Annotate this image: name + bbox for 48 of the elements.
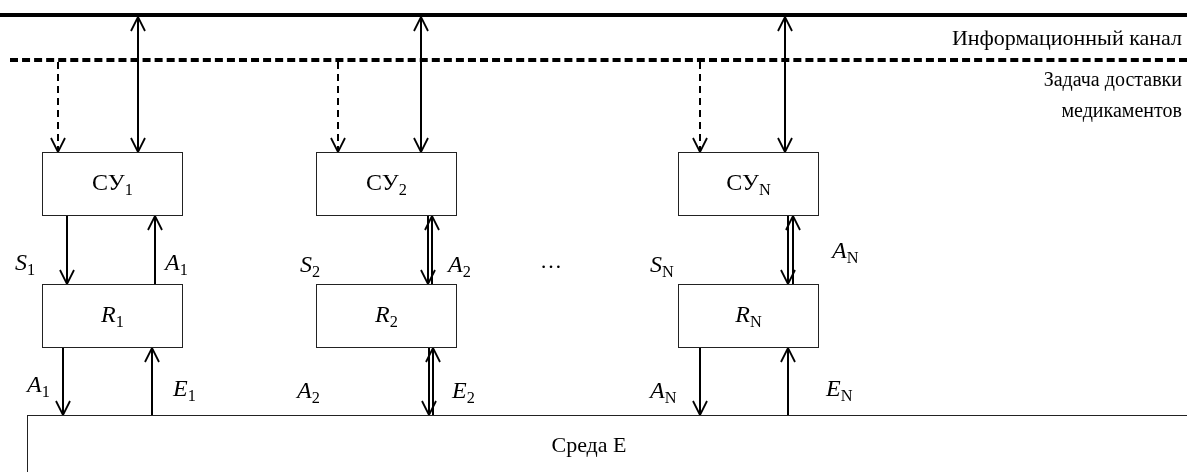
- arrow: [55, 347, 71, 416]
- edge-label: E$_{1}$: [173, 376, 196, 405]
- edge-label: S$_{N}$: [650, 252, 674, 281]
- line-label: Среда E: [551, 432, 627, 456]
- edge-label: E$_{N}$: [826, 376, 853, 405]
- line-label: Информационный канал: [951, 25, 1182, 51]
- block-label: R$_{N}$: [735, 300, 762, 332]
- edge-label: A$_{2}$: [448, 252, 471, 281]
- block-label: СУ$_{1}$: [92, 168, 133, 200]
- block-label: R$_{1}$: [101, 300, 124, 332]
- arrow: [59, 215, 75, 285]
- arrow: [147, 215, 163, 285]
- arrow: [421, 347, 437, 416]
- arrow: [785, 215, 801, 285]
- arrow: [330, 61, 346, 153]
- line-label: Задача доставки медикаментов: [1042, 67, 1182, 124]
- block-label: R$_{2}$: [375, 300, 398, 332]
- process-box: [678, 284, 819, 348]
- arrow: [780, 215, 796, 285]
- arrow: [692, 347, 708, 416]
- edge-label: A$_{N}$: [650, 378, 677, 407]
- arrow: [425, 347, 441, 416]
- arrow: [413, 16, 429, 153]
- arrow: [50, 61, 66, 153]
- edge-label: A$_{1}$: [27, 372, 50, 401]
- arrow: [424, 215, 440, 285]
- edge-label: A$_{2}$: [297, 378, 320, 407]
- arrow: [692, 61, 708, 153]
- process-box: [678, 152, 819, 216]
- process-box: [42, 152, 183, 216]
- arrow: [777, 16, 793, 153]
- process-box: [316, 284, 457, 348]
- ellipsis-label: …: [540, 250, 562, 272]
- edge-label: A$_{N}$: [832, 238, 859, 267]
- edge-label: S$_{1}$: [15, 250, 36, 279]
- block-label: СУ$_{2}$: [366, 168, 407, 200]
- edge-label: S$_{2}$: [300, 252, 321, 281]
- edge-label: A$_{1}$: [165, 250, 188, 279]
- block-label: СУ$_{N}$: [726, 168, 771, 200]
- environment-box: [27, 415, 1187, 472]
- arrow: [420, 215, 436, 285]
- arrow: [780, 347, 796, 416]
- edge-label: E$_{2}$: [452, 378, 475, 407]
- arrow: [130, 16, 146, 153]
- task-line: [10, 58, 1187, 62]
- process-box: [316, 152, 457, 216]
- process-box: [42, 284, 183, 348]
- arrow: [144, 347, 160, 416]
